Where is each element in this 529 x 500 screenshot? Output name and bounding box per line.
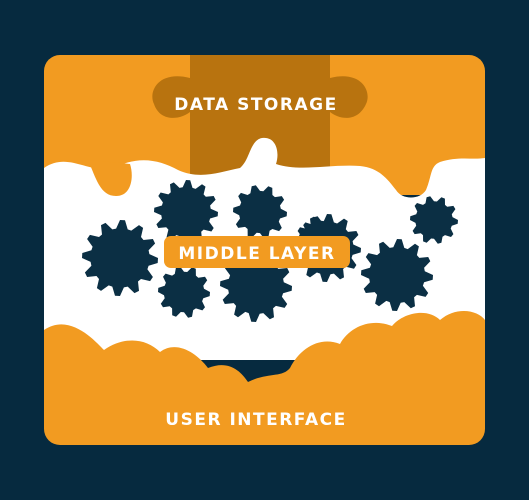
left-tab — [88, 160, 132, 196]
gears-group — [82, 180, 458, 322]
diagram-card — [44, 55, 485, 445]
gear-icon — [233, 185, 287, 239]
data-storage-label: DATA STORAGE — [174, 95, 337, 115]
middle-layer-badge: MIDDLE LAYER — [164, 236, 350, 268]
gear-icon — [158, 266, 210, 318]
gear-icon — [82, 220, 158, 296]
puzzle-piece-icon — [152, 55, 368, 180]
gear-icon — [361, 239, 433, 311]
user-interface-label: USER INTERFACE — [165, 410, 346, 430]
middle-layer-label: MIDDLE LAYER — [178, 244, 335, 264]
gear-icon — [154, 180, 218, 244]
gear-icon — [410, 196, 458, 244]
user-interface-band — [44, 310, 485, 445]
